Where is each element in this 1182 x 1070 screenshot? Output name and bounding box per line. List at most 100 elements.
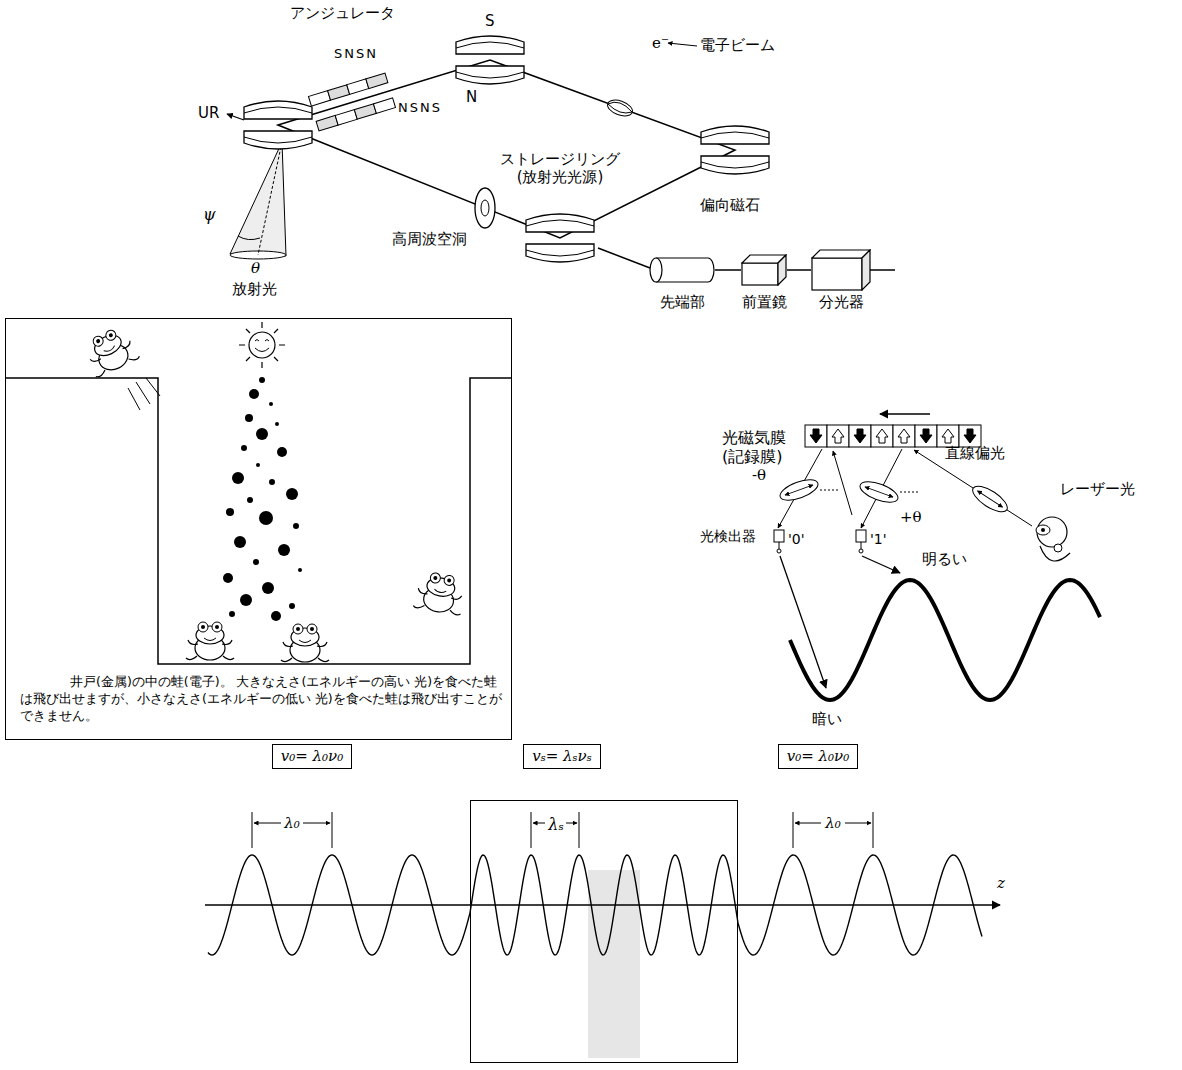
part-name: 偏向磁石 bbox=[700, 196, 760, 214]
laser-rays bbox=[880, 413, 930, 414]
undulator bbox=[328, 85, 350, 100]
light-particle bbox=[223, 573, 233, 583]
wavelength-marker bbox=[252, 812, 873, 848]
laser-rays bbox=[977, 491, 1002, 507]
sun bbox=[255, 340, 269, 352]
pole-label: N bbox=[466, 88, 477, 106]
undulator bbox=[373, 98, 395, 113]
light-particle bbox=[289, 603, 295, 609]
part-name: 光検出器 bbox=[700, 528, 756, 545]
box-outline bbox=[741, 254, 787, 286]
beam-label: UR bbox=[198, 104, 219, 122]
monochromator-box: 分光器 bbox=[811, 249, 871, 312]
photodetector bbox=[779, 542, 780, 549]
recording-film bbox=[964, 429, 976, 443]
mirror-box: 前置鏡 bbox=[740, 254, 789, 312]
undulator bbox=[366, 73, 388, 88]
component-label: 分光器 bbox=[811, 293, 871, 312]
light-particle bbox=[234, 536, 246, 548]
part-name: 光磁気膜 (記録膜) bbox=[722, 428, 802, 466]
pole-label: SNSN bbox=[334, 46, 378, 62]
part-name: レーザー光 bbox=[1060, 480, 1135, 498]
medium-wave bbox=[588, 870, 640, 1058]
well-drawing bbox=[81, 324, 141, 379]
radiation-fan bbox=[230, 142, 286, 259]
light-particle bbox=[223, 377, 302, 621]
recording-film bbox=[854, 429, 866, 443]
light-particle bbox=[269, 479, 275, 485]
observer-figure bbox=[1036, 517, 1070, 561]
light-particle bbox=[269, 402, 273, 406]
storage-ring bbox=[870, 269, 895, 271]
formula-text: v₀= λ₀ν₀ bbox=[281, 747, 343, 766]
component-label: 先端部 bbox=[649, 293, 715, 312]
recording-film bbox=[832, 429, 844, 443]
axis-label: z bbox=[997, 874, 1005, 892]
angle-symbol: θ bbox=[251, 259, 260, 277]
well-drawing bbox=[6, 322, 511, 664]
light-particle bbox=[271, 611, 281, 621]
light-wave bbox=[208, 855, 982, 955]
observer-figure bbox=[1037, 517, 1067, 547]
recording-film bbox=[898, 429, 910, 443]
light-particle bbox=[286, 488, 298, 500]
sun bbox=[239, 322, 285, 368]
formula-text: λₛ bbox=[546, 815, 566, 835]
pole-label: NSNS bbox=[398, 100, 442, 116]
part-name: 電子ビーム bbox=[700, 36, 775, 54]
light-particle bbox=[277, 447, 287, 457]
laser-rays bbox=[785, 485, 813, 495]
storage-ring bbox=[598, 248, 650, 268]
beam-pipe bbox=[787, 269, 811, 271]
undulator bbox=[354, 104, 376, 119]
photodetector bbox=[774, 530, 900, 688]
electron-bunch bbox=[608, 102, 632, 113]
light-particle bbox=[298, 568, 302, 572]
formula-box: vₛ= λₛνₛ bbox=[523, 744, 601, 769]
wavelength-marker bbox=[254, 823, 281, 824]
box-outline bbox=[811, 249, 871, 291]
recording-film bbox=[937, 425, 959, 447]
photodetector bbox=[774, 530, 784, 542]
photodetector bbox=[777, 549, 781, 553]
light-particle bbox=[245, 414, 253, 422]
wavelength-marker bbox=[303, 823, 330, 824]
light-particle bbox=[275, 422, 279, 426]
signal-wave bbox=[790, 580, 1100, 700]
part-name: 高周波空洞 bbox=[392, 230, 467, 248]
recording-film bbox=[942, 429, 954, 443]
beam-pipe bbox=[715, 269, 741, 271]
bending-magnet bbox=[244, 101, 312, 149]
well-drawing bbox=[281, 624, 329, 662]
caption-text: 井戸(金属)の中の蛙(電子)。 大きなえさ(エネルギーの高い 光)を食べた蛙は飛… bbox=[20, 674, 502, 725]
radiation-fan bbox=[258, 142, 282, 255]
light-particle bbox=[247, 497, 253, 503]
undulator bbox=[335, 110, 357, 125]
formula-box: v₀= λ₀ν₀ bbox=[778, 744, 858, 769]
observer-figure bbox=[1036, 525, 1050, 535]
wavelength-marker bbox=[533, 823, 545, 824]
bit-value: '1' bbox=[870, 531, 887, 548]
laser-rays bbox=[900, 492, 918, 493]
formula-box: v₀= λ₀ν₀ bbox=[272, 744, 352, 769]
observer-figure bbox=[1041, 528, 1045, 532]
wavelength-marker bbox=[845, 823, 871, 824]
bending-magnet bbox=[526, 214, 594, 262]
part-name: 放射光 bbox=[232, 280, 277, 298]
medium-wave bbox=[205, 904, 1000, 905]
electron-bunch bbox=[605, 97, 634, 119]
recording-film bbox=[915, 425, 937, 447]
photodetector bbox=[859, 549, 863, 553]
radiation-fan bbox=[238, 236, 260, 240]
bending-magnet bbox=[456, 36, 524, 84]
rf-cavity bbox=[475, 188, 495, 228]
wavelength-marker bbox=[252, 812, 873, 848]
bending-magnet bbox=[701, 126, 769, 174]
laser-rays bbox=[777, 476, 820, 505]
bending-magnet bbox=[244, 36, 769, 262]
wavelength-marker bbox=[565, 823, 577, 824]
medium-region: λₛ bbox=[470, 800, 738, 1063]
recording-film bbox=[849, 425, 871, 447]
laser-rays bbox=[969, 481, 1011, 516]
